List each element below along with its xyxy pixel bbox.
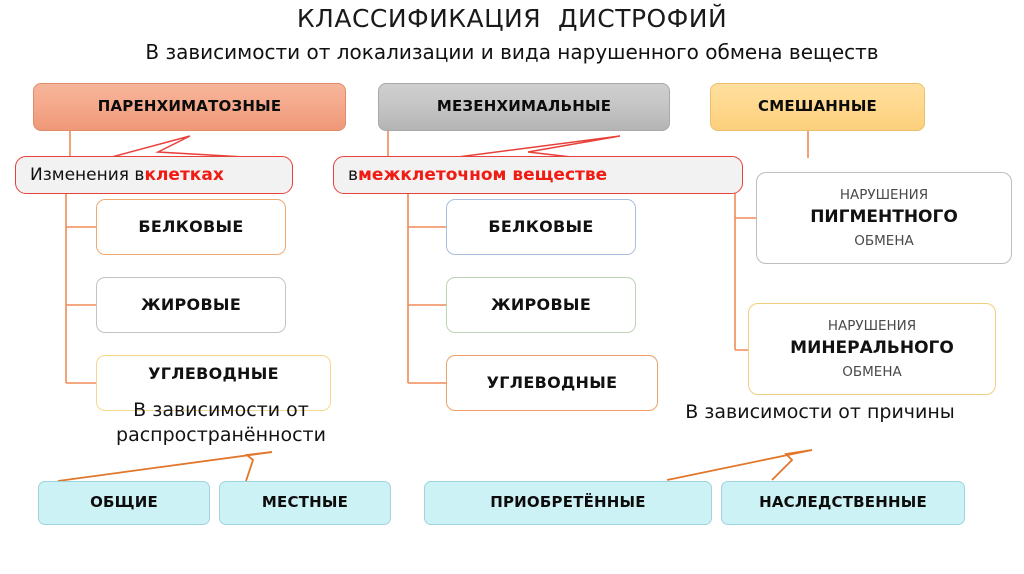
bottom-box-hereditary-label: НАСЛЕДСТВЕННЫЕ [759,493,927,512]
callout-intercellular-highlight: межклеточном веществе [358,165,608,185]
callout-cell-changes-plain: Изменения в [30,165,145,185]
mixed-type-mineral[interactable]: НАРУШЕНИЯ МИНЕРАЛЬНОГО ОБМЕНА [748,303,996,395]
top-box-parenchymal[interactable]: ПАРЕНХИМАТОЗНЫЕ [33,83,346,131]
mesenchymal-type-fat[interactable]: ЖИРОВЫЕ [446,277,636,333]
callout-intercellular-changes[interactable]: в межклеточном веществе [333,156,743,194]
mesenchymal-type-carb[interactable]: УГЛЕВОДНЫЕ [446,355,658,411]
bottom-box-general[interactable]: ОБЩИЕ [38,481,210,525]
bottom-box-general-label: ОБЩИЕ [90,493,158,512]
caption-by-cause: В зависимости от причины [685,401,955,423]
parenchymal-type-protein[interactable]: БЕЛКОВЫЕ [96,199,286,255]
callout-cell-changes[interactable]: Изменения в клетках [15,156,293,194]
page-title: КЛАССИФИКАЦИЯ ДИСТРОФИЙ [296,4,728,33]
page-subtitle: В зависимости от локализации и вида нару… [145,40,879,64]
parenchymal-type-carb-label: УГЛЕВОДНЫЕ [148,363,279,383]
bottom-box-local[interactable]: МЕСТНЫЕ [219,481,391,525]
parenchymal-type-fat[interactable]: ЖИРОВЫЕ [96,277,286,333]
mixed-type-pigment[interactable]: НАРУШЕНИЯ ПИГМЕНТНОГО ОБМЕНА [756,172,1012,264]
parenchymal-type-protein-label: БЕЛКОВЫЕ [138,216,244,236]
mixed-type-mineral-tail: ОБМЕНА [842,363,902,380]
bottom-box-acquired-label: ПРИОБРЕТЁННЫЕ [490,493,646,512]
caption-by-spread: В зависимости от распространённости [116,399,326,447]
bottom-box-local-label: МЕСТНЫЕ [261,493,349,512]
top-box-mesenchymal[interactable]: МЕЗЕНХИМАЛЬНЫЕ [378,83,670,131]
mesenchymal-type-carb-label: УГЛЕВОДНЫЕ [486,372,618,392]
bottom-box-acquired[interactable]: ПРИОБРЕТЁННЫЕ [424,481,712,525]
mesenchymal-type-protein[interactable]: БЕЛКОВЫЕ [446,199,636,255]
callout-cell-changes-highlight: клетках [144,165,224,185]
top-box-mixed[interactable]: СМЕШАННЫЕ [710,83,925,131]
top-box-mesenchymal-label: МЕЗЕНХИМАЛЬНЫЕ [436,97,612,116]
callout-intercellular-plain: в [348,165,359,185]
mesenchymal-type-protein-label: БЕЛКОВЫЕ [488,216,594,236]
parenchymal-type-carb[interactable]: УГЛЕВОДНЫЕ [96,355,331,411]
mixed-type-mineral-lead: НАРУШЕНИЯ [827,318,917,334]
mesenchymal-type-fat-label: ЖИРОВЫЕ [490,294,592,314]
top-box-parenchymal-label: ПАРЕНХИМАТОЗНЫЕ [97,97,282,116]
mixed-type-pigment-tail: ОБМЕНА [854,232,914,249]
bottom-box-hereditary[interactable]: НАСЛЕДСТВЕННЫЕ [721,481,965,525]
top-box-mixed-label: СМЕШАННЫЕ [757,97,878,116]
mixed-type-mineral-strong: МИНЕРАЛЬНОГО [790,338,954,359]
mixed-type-pigment-lead: НАРУШЕНИЯ [839,187,929,203]
mixed-type-pigment-strong: ПИГМЕНТНОГО [810,207,958,228]
parenchymal-type-fat-label: ЖИРОВЫЕ [140,294,242,314]
